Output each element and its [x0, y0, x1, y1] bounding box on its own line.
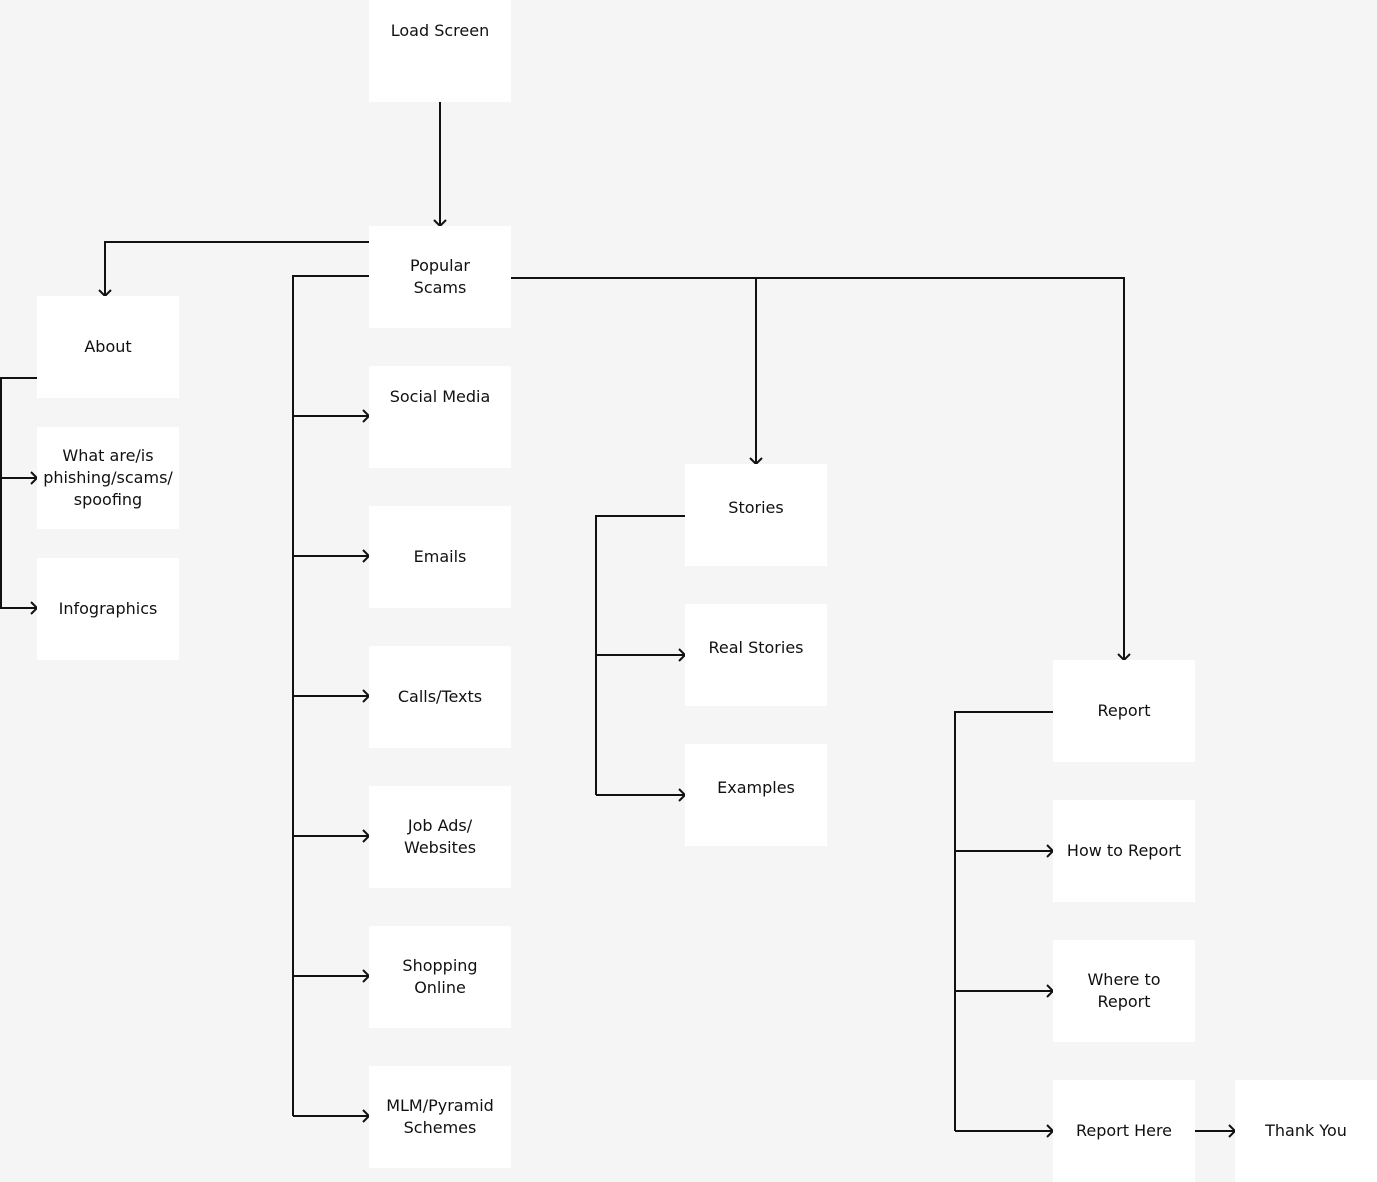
node-mlm-pyramid: MLM/Pyramid Schemes	[369, 1066, 511, 1168]
node-how-to-report: How to Report	[1053, 800, 1195, 902]
node-label: Infographics	[58, 599, 158, 618]
node-label: Where to Report	[1087, 970, 1161, 1011]
connector-to-howtoreport	[955, 844, 1055, 858]
connector-to-calls	[293, 689, 371, 703]
node-label: Social Media	[389, 387, 491, 406]
node-stories: Stories	[685, 464, 827, 566]
node-job-ads: Job Ads/ Websites	[369, 786, 511, 888]
node-label: Popular Scams	[410, 256, 470, 297]
connector-to-shopping	[293, 969, 371, 983]
node-where-to-report: Where to Report	[1053, 940, 1195, 1042]
connector-reporthere-to-thankyou	[1195, 1124, 1237, 1138]
node-label: Job Ads/ Websites	[403, 816, 477, 857]
connector-load-to-popular	[433, 102, 447, 228]
node-load-screen: Load Screen	[369, 0, 511, 102]
node-popular-scams: Popular Scams	[369, 226, 511, 328]
node-label: Stories	[728, 498, 784, 517]
node-label: MLM/Pyramid Schemes	[386, 1096, 494, 1137]
connector-to-stories	[749, 278, 763, 466]
node-label: Thank You	[1265, 1121, 1347, 1140]
node-about: About	[37, 296, 179, 398]
node-label: What are/is phishing/scams/ spoofing	[43, 446, 173, 509]
connector-about-to-whatare	[1, 471, 39, 485]
node-label: Real Stories	[708, 638, 804, 657]
node-label: Report Here	[1075, 1121, 1173, 1140]
node-report: Report	[1053, 660, 1195, 762]
connector-to-emails	[293, 549, 371, 563]
connector-to-examples	[596, 788, 687, 802]
node-report-here: Report Here	[1053, 1080, 1195, 1182]
connector-to-social	[293, 409, 371, 423]
connector-to-reporthere	[955, 1124, 1055, 1138]
node-label: Emails	[413, 547, 467, 566]
node-shopping-online: Shopping Online	[369, 926, 511, 1028]
node-label: Calls/Texts	[397, 687, 483, 706]
node-label: About	[84, 337, 132, 356]
connector-to-realstories	[596, 648, 687, 662]
connector-to-jobads	[293, 829, 371, 843]
connector-about-trunk	[0, 377, 37, 609]
node-label: Examples	[717, 778, 795, 797]
node-what-are: What are/is phishing/scams/ spoofing	[37, 427, 179, 529]
node-calls-texts: Calls/Texts	[369, 646, 511, 748]
connector-report-trunk	[954, 711, 1053, 1131]
connector-stories-trunk	[595, 515, 685, 795]
node-label: How to Report	[1066, 841, 1182, 860]
connector-to-wheretoreport	[955, 984, 1055, 998]
node-infographics: Infographics	[37, 558, 179, 660]
connector-popular-to-about	[98, 241, 369, 298]
node-social-media: Social Media	[369, 366, 511, 468]
connector-to-mlm	[293, 1109, 371, 1123]
node-examples: Examples	[685, 744, 827, 846]
node-emails: Emails	[369, 506, 511, 608]
node-real-stories: Real Stories	[685, 604, 827, 706]
node-label: Shopping Online	[402, 956, 478, 997]
node-label: Report	[1097, 701, 1151, 720]
node-thank-you: Thank You	[1235, 1080, 1377, 1182]
node-label: Load Screen	[390, 21, 490, 40]
